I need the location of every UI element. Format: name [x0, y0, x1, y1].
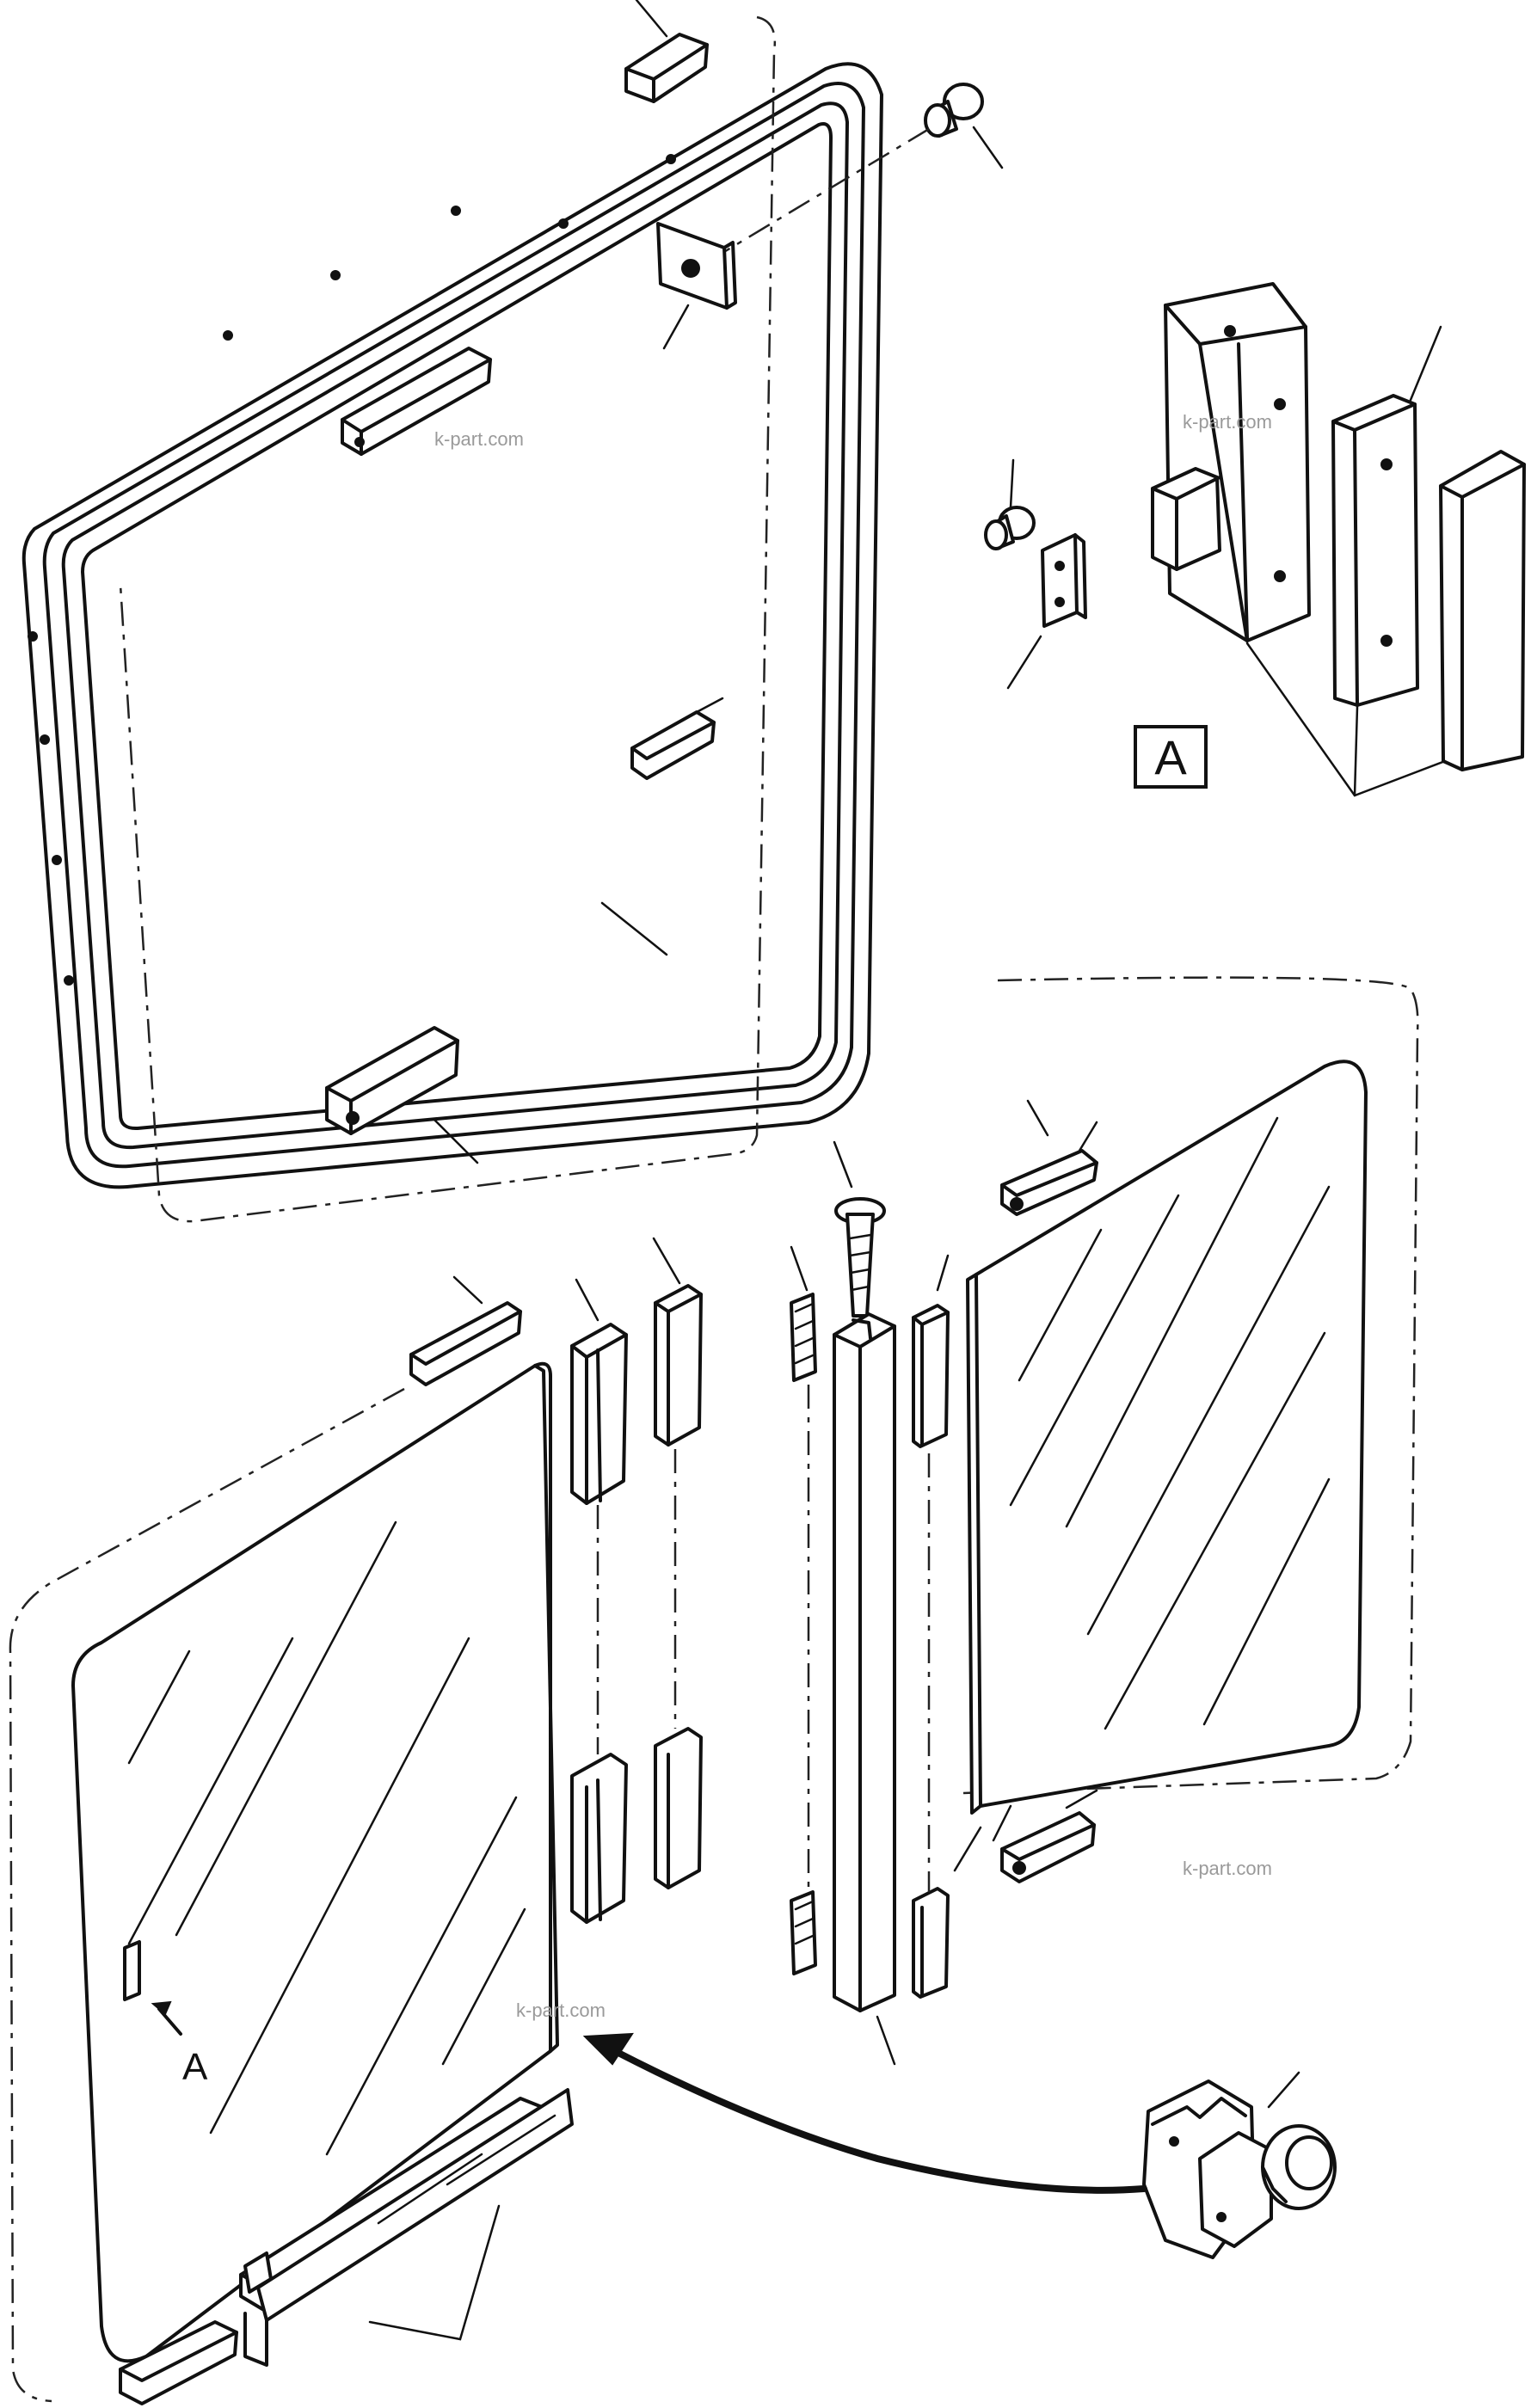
top-screw: [696, 83, 1004, 270]
right-pane-top-clip: [1000, 1099, 1098, 1216]
watermark-1: k-part.com: [434, 428, 524, 450]
latch-knob-assembly: [1142, 2071, 1337, 2259]
rail-left-inner: [570, 1278, 628, 1924]
frame-clip-upper: [341, 347, 492, 456]
latch-screw: [984, 458, 1036, 550]
detail-a-pad: [1439, 450, 1526, 771]
right-pane-outline: [962, 976, 1419, 1795]
detail-a-label-text: A: [1154, 730, 1187, 784]
frame-leader-line: [600, 901, 668, 956]
nut-plate: [656, 222, 737, 350]
view-a-arrow-text: A: [182, 2046, 208, 2088]
rail-left-outer: [652, 1237, 703, 1889]
rail-center-right: [912, 1254, 950, 1999]
right-glass-pane: [966, 1060, 1368, 1815]
right-pane-bottom-clip: [953, 1789, 1098, 1883]
left-glass-pane: [71, 1361, 559, 2363]
left-pane-outline: [9, 1387, 405, 2403]
center-screw: [833, 1140, 886, 1318]
detail-a-spacer: [1331, 325, 1442, 707]
frame-glass-outline: [119, 15, 777, 1223]
window-frame-gasket: [22, 62, 883, 1189]
view-a-arrow: A: [151, 2000, 208, 2088]
watermark-3: k-part.com: [1183, 1858, 1272, 1879]
left-pane-bottom-rails: [239, 2088, 574, 2367]
left-pane-top-clip: [409, 1275, 522, 1386]
top-clip: [624, 0, 709, 103]
detail-a-latch-block: [1151, 282, 1311, 642]
detail-a-label: A: [1134, 725, 1208, 789]
latch-direction-arrow: [582, 2032, 1147, 2194]
frame-bottom-clip: [325, 1026, 479, 1164]
latch-plate: [1006, 533, 1087, 690]
brush-strip-center-left: [790, 1245, 817, 1975]
center-mullion: [833, 1312, 896, 2066]
left-pane-corner-clip: [119, 2320, 238, 2405]
watermark-2: k-part.com: [1183, 411, 1272, 433]
frame-clip-lower: [630, 697, 724, 780]
watermark-4: k-part.com: [516, 2000, 606, 2021]
